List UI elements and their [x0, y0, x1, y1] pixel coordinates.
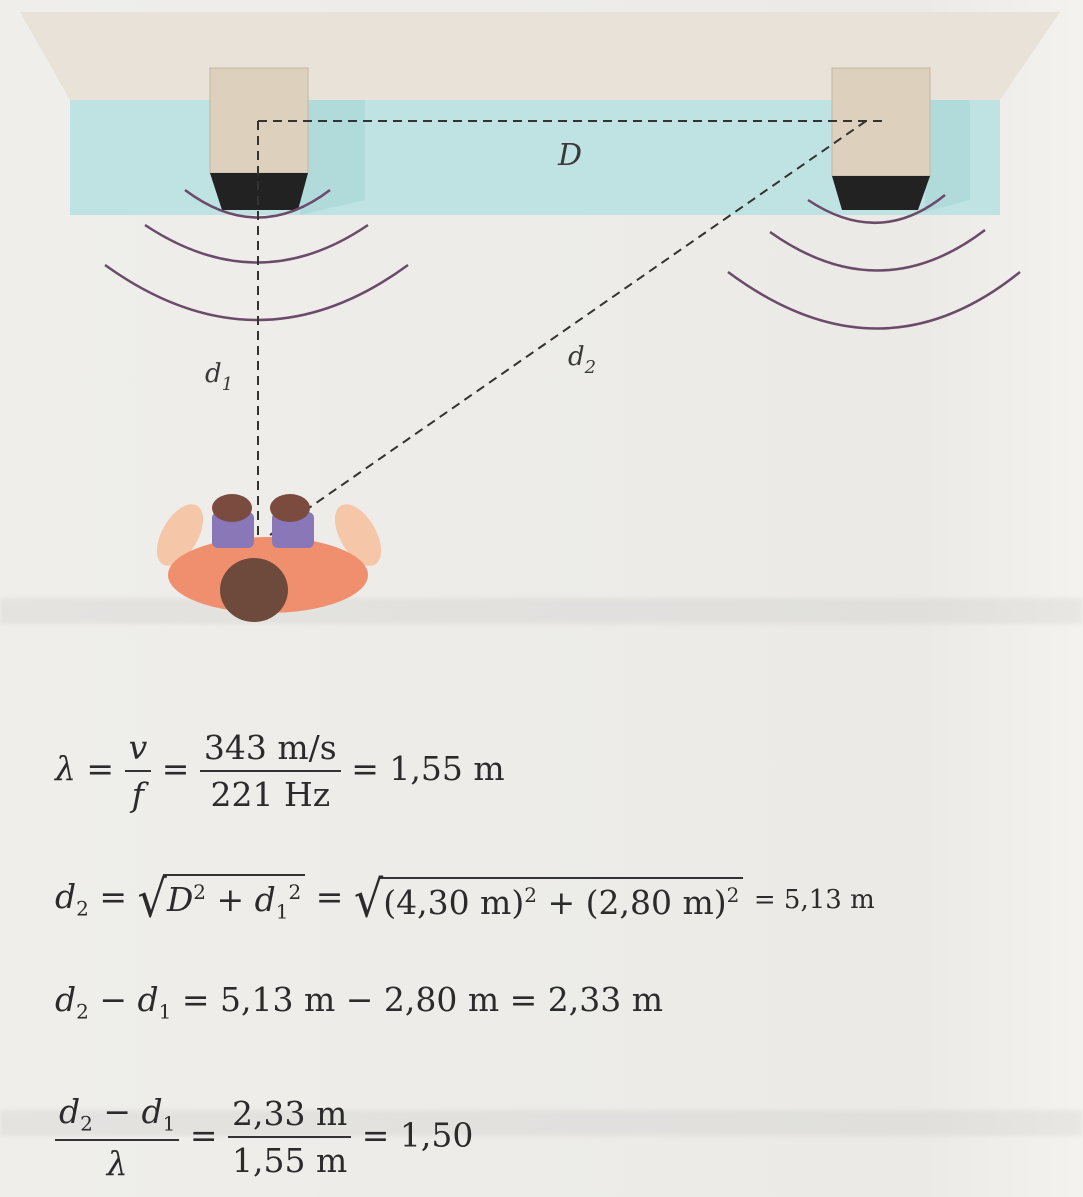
page-bleed-line — [0, 598, 1083, 624]
superscript: 2 — [193, 880, 207, 905]
equation-d2: d2 = √ D2 + d12 = √ (4,30 m)2 + (2,80 m)… — [55, 869, 875, 929]
symbol-D: D — [166, 880, 194, 920]
equals-sign: = — [86, 749, 115, 788]
minus-sign: − — [92, 1092, 142, 1131]
d2-result: = 5,13 m — [753, 885, 875, 915]
symbol-d: d — [137, 980, 159, 1019]
superscript: 2 — [524, 882, 537, 907]
symbol-d: d — [59, 1092, 81, 1131]
symbol-v: v — [124, 728, 152, 772]
ratio-result: = 1,50 — [361, 1115, 474, 1155]
listener-figure — [156, 494, 382, 622]
subscript: 2 — [76, 896, 89, 921]
radical-sign: √ — [137, 869, 167, 929]
listener-leg-right — [272, 512, 314, 548]
sqrt-numeric: √ (4,30 m)2 + (2,80 m)2 — [353, 869, 744, 929]
subscript: 1 — [158, 999, 172, 1024]
listener-head — [220, 558, 288, 622]
value-difference: 2,33 m — [228, 1094, 352, 1139]
symbol-d: d — [55, 877, 77, 916]
listener-arm-right — [334, 504, 382, 566]
value-wavelength: 1,55 m — [232, 1141, 348, 1181]
wavelength-result: = 1,55 m — [351, 749, 505, 788]
sqrt-symbolic: √ D2 + d12 — [137, 869, 306, 929]
plus-sign: + — [216, 880, 245, 920]
subscript: 1 — [275, 899, 289, 924]
symbol-f: f — [131, 775, 145, 814]
equation-wavelength: λ = v f = 343 m/s 221 Hz = 1,55 m — [55, 728, 505, 814]
wall-shadow — [300, 100, 365, 215]
subscript: 2 — [80, 1111, 93, 1136]
distance-lines — [257, 120, 885, 545]
equals-sign: = — [161, 749, 190, 788]
right-speaker — [831, 67, 931, 210]
fraction-v-over-f: v f — [124, 728, 152, 814]
equation-ratio: d2 − d1 λ = 2,33 m 1,55 m = 1,50 — [55, 1092, 473, 1183]
symbol-d: d — [254, 880, 276, 920]
listener-leg-left — [212, 512, 254, 548]
fraction-values-ratio: 2,33 m 1,55 m — [228, 1094, 352, 1181]
listener-arm-left — [156, 504, 204, 566]
line-d2 — [269, 120, 867, 536]
listener-shoe-left — [212, 494, 252, 522]
numerator-difference: d2 − d1 — [55, 1092, 180, 1141]
label-d2: d2 — [568, 342, 596, 378]
label-d1: d1 — [205, 359, 233, 395]
symbol-d: d — [55, 980, 77, 1019]
superscript: 2 — [726, 882, 740, 907]
right-sound-waves — [727, 194, 1021, 330]
page-bleed-line — [0, 1110, 1083, 1136]
path-difference-result: = 5,13 m − 2,80 m = 2,33 m — [181, 980, 664, 1019]
symbol-d: d — [141, 1092, 163, 1131]
value-frequency: 221 Hz — [210, 775, 331, 814]
equation-path-difference: d2 − d1 = 5,13 m − 2,80 m = 2,33 m — [55, 980, 663, 1024]
lambda-symbol: λ — [55, 749, 76, 788]
wall-shadow — [925, 100, 970, 212]
lambda-symbol: λ — [106, 1143, 128, 1183]
value-d1: (2,80 m) — [585, 882, 727, 922]
interference-diagram: D d1 d2 — [20, 12, 1060, 622]
fraction-values: 343 m/s 221 Hz — [199, 728, 341, 814]
value-D: (4,30 m) — [383, 882, 525, 922]
superscript: 2 — [288, 880, 302, 905]
subscript: 1 — [162, 1111, 176, 1136]
listener-shoe-right — [270, 494, 310, 522]
value-speed: 343 m/s — [199, 728, 341, 772]
plus-sign: + — [547, 882, 576, 922]
fraction-symbolic-ratio: d2 − d1 λ — [55, 1092, 180, 1183]
subscript: 2 — [76, 999, 89, 1024]
radical-sign: √ — [353, 869, 384, 929]
label-D: D — [557, 138, 582, 173]
minus-sign: − — [99, 980, 128, 1019]
